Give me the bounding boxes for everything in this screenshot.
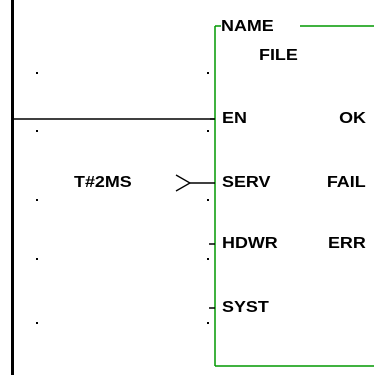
grid-dot <box>207 199 209 201</box>
input-label-serv: SERV <box>222 174 271 191</box>
serv-input-chevron[interactable] <box>175 174 192 192</box>
block-name: FILE <box>259 47 298 64</box>
input-pins <box>190 118 215 309</box>
grid-dot <box>207 258 209 260</box>
grid-dot <box>36 322 38 324</box>
input-label-syst: SYST <box>222 299 269 316</box>
grid-dots <box>36 72 209 324</box>
grid-dot <box>36 72 38 74</box>
grid-dot <box>36 130 38 132</box>
output-label-ok: OK <box>339 110 366 127</box>
input-label-hdwr: HDWR <box>222 235 278 252</box>
grid-dot <box>207 322 209 324</box>
grid-dot <box>207 72 209 74</box>
grid-dot <box>207 130 209 132</box>
block-header-label: NAME <box>221 18 274 35</box>
input-label-en: EN <box>222 110 247 127</box>
output-label-err: ERR <box>328 235 366 252</box>
function-block[interactable] <box>214 25 374 367</box>
grid-dot <box>36 258 38 260</box>
power-rail <box>11 0 14 375</box>
output-label-fail: FAIL <box>327 174 366 191</box>
serv-input-value[interactable]: T#2MS <box>74 174 132 191</box>
grid-dot <box>36 199 38 201</box>
